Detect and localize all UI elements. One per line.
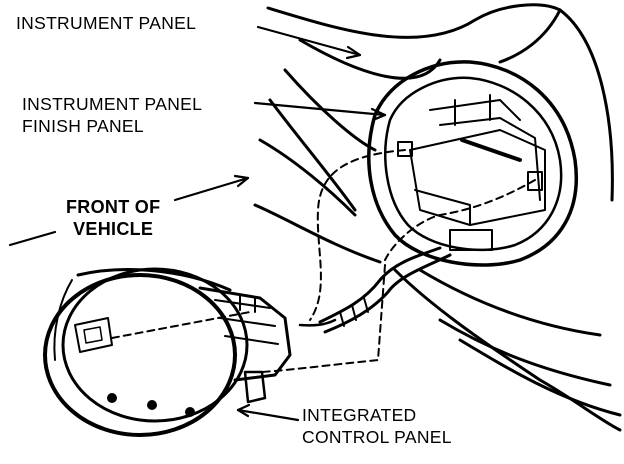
label-front-line-2: VEHICLE xyxy=(73,219,154,239)
leader-lines xyxy=(8,25,387,422)
label-instrument-panel-finish-panel: INSTRUMENT PANEL FINISH PANEL xyxy=(22,93,202,137)
integrated-control-panel-unit xyxy=(43,267,292,437)
label-front-of-vehicle: FRONT OF VEHICLE xyxy=(66,196,160,240)
label-icp-line-1: INTEGRATED xyxy=(302,405,417,425)
label-instrument-panel: INSTRUMENT PANEL xyxy=(16,12,196,34)
wiring-harness xyxy=(298,246,452,334)
label-instrument-panel-text: INSTRUMENT PANEL xyxy=(16,13,197,33)
label-icp-line-2: CONTROL PANEL xyxy=(302,427,452,447)
label-finish-line-2: FINISH PANEL xyxy=(22,116,144,136)
instrument-panel-contour xyxy=(253,3,622,432)
label-finish-line-1: INSTRUMENT PANEL xyxy=(22,94,203,114)
label-front-line-1: FRONT OF xyxy=(66,197,161,217)
dashed-guide-lines xyxy=(111,149,536,373)
finish-panel-opening xyxy=(367,60,578,267)
label-integrated-control-panel: INTEGRATED CONTROL PANEL xyxy=(302,404,452,448)
